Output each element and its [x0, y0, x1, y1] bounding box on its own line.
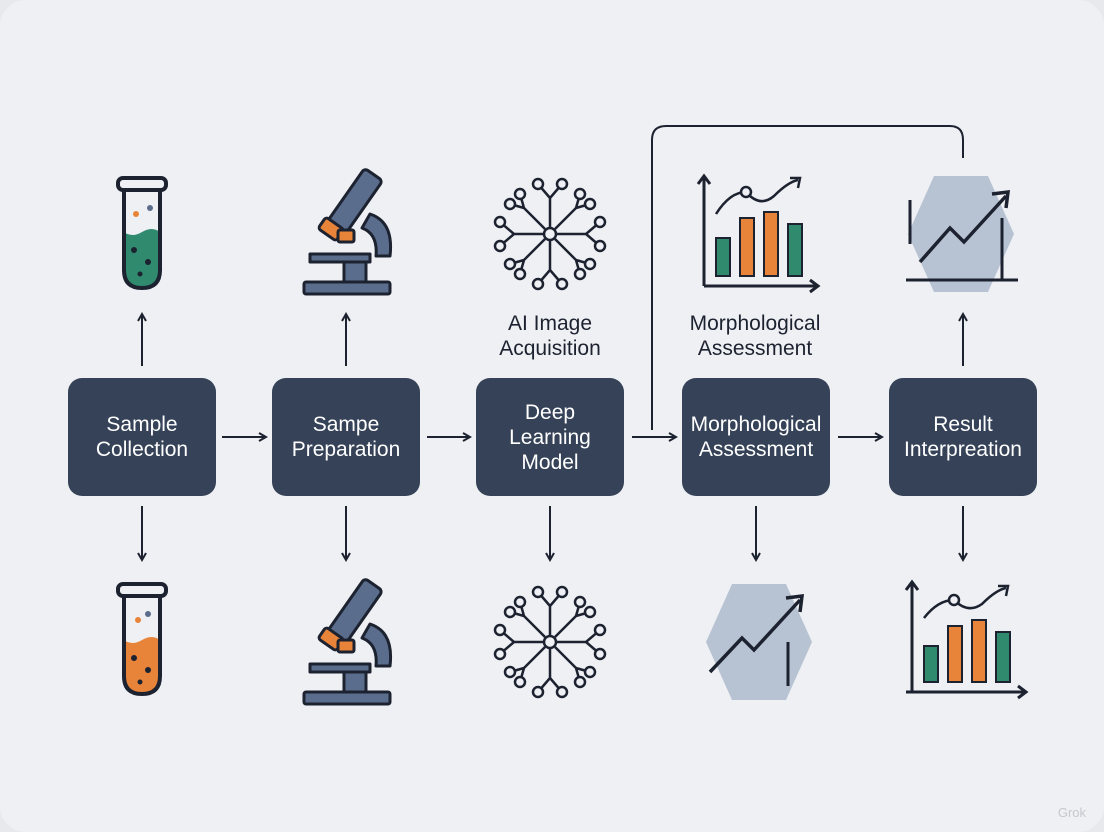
- caption-morphological-assessment: Morphological Assessment: [689, 312, 821, 360]
- step-morphological-assessment: Morphological Assessment: [682, 378, 830, 496]
- feedback-loop-line: [651, 125, 964, 430]
- step-sample-collection: Sample Collection: [68, 378, 216, 496]
- bar-chart-icon: [904, 579, 1029, 700]
- neural-network-icon: [493, 585, 607, 699]
- watermark: Grok: [1057, 805, 1086, 820]
- step-deep-learning-model: Deep Learning Model: [476, 378, 624, 496]
- neural-network-icon: [493, 177, 607, 291]
- step-sample-preparation: Sampe Preparation: [272, 378, 420, 496]
- bar-chart-icon: [696, 173, 821, 294]
- caption-ai-image-acquisition: AI Image Acquisition: [499, 312, 601, 360]
- test-tube-icon: [116, 582, 168, 697]
- trend-hexagon-icon: [706, 584, 812, 700]
- step-result-interpretation: Result Interpreation: [889, 378, 1037, 496]
- trend-hexagon-icon: [906, 176, 1018, 292]
- test-tube-icon: [116, 176, 168, 291]
- microscope-icon: [302, 578, 393, 706]
- microscope-icon: [302, 168, 393, 296]
